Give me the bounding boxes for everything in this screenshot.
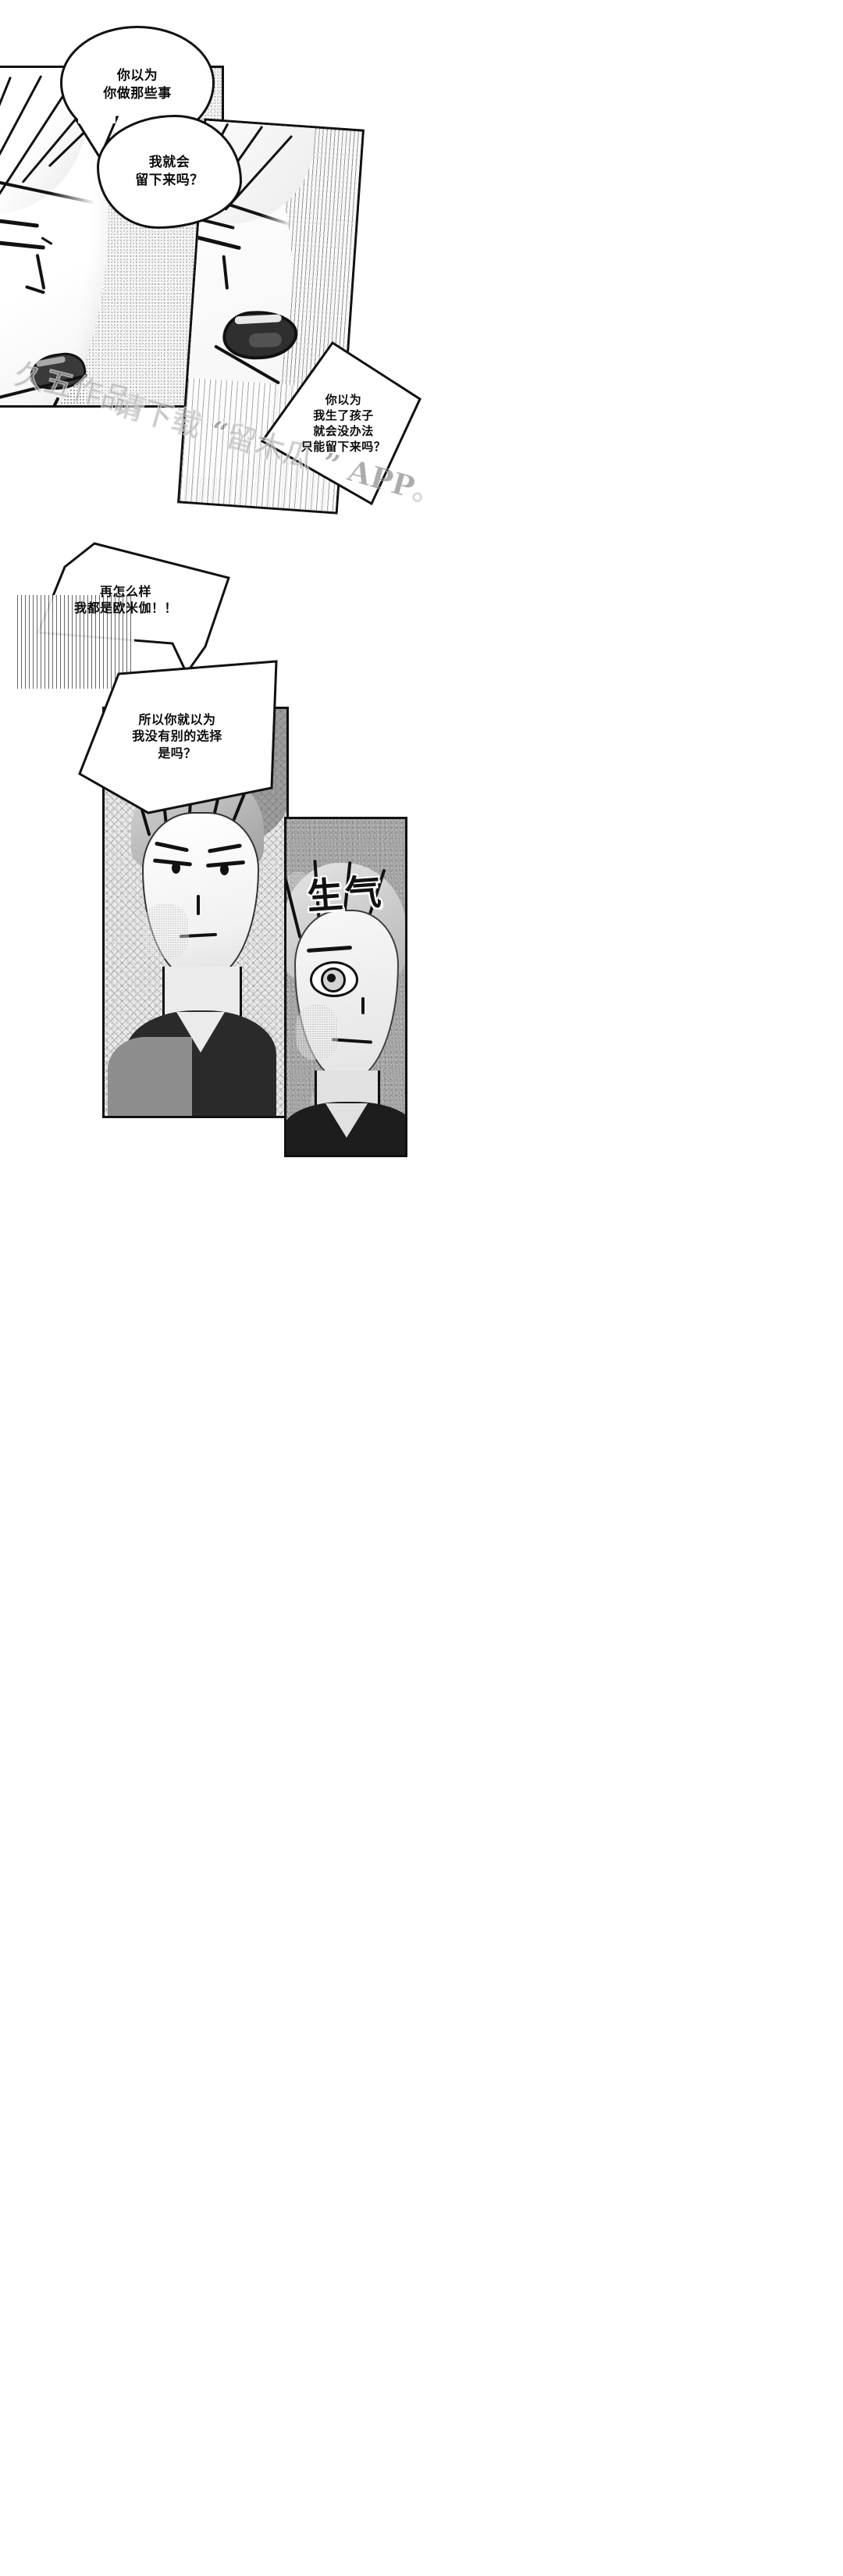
speedline-tone [17, 595, 134, 689]
iris [321, 967, 346, 992]
cheek-shading [142, 904, 189, 959]
speech-balloon-no-other-choice[interactable]: 所以你就以为 我没有别的选择 是吗？ [72, 660, 283, 825]
nose-line [361, 997, 365, 1014]
speech-balloon-will-i-stay-text: 我就会 留下来吗？ [135, 155, 204, 188]
face-shape [142, 812, 259, 981]
speech-balloon-will-i-stay[interactable]: 我就会 留下来吗？ [97, 115, 242, 229]
speech-balloon-had-the-child[interactable]: 你以为 我生了孩子 就会没办法 只能留下来吗？ [258, 340, 423, 507]
balloon-tail-you-think [74, 116, 119, 161]
shirt-light [108, 1037, 192, 1116]
pupil-right [220, 864, 229, 875]
nose-line [197, 895, 200, 915]
speech-balloon-i-am-omega[interactable]: 再怎么样 我都是欧米伽！！ [20, 542, 232, 682]
panel-right-angry-face: 生气 [284, 817, 407, 1157]
pupil-left [172, 862, 180, 874]
speech-balloon-you-think-text: 你以为 你做那些事 [103, 68, 172, 102]
speech-balloon-no-other-choice-shape [78, 660, 278, 814]
speedline-wedge-left [17, 595, 134, 689]
speech-balloon-had-the-child-text: 你以为 我生了孩子 就会没办法 只能留下来吗？ [301, 393, 386, 454]
speech-balloon-i-am-omega-text: 再怎么样 我都是欧米伽！！ [73, 583, 177, 615]
cheek-shading [296, 1005, 338, 1060]
sfx-angry: 生气 [305, 870, 385, 918]
pupil [327, 974, 336, 982]
speech-balloon-had-the-child-shape [260, 340, 422, 506]
speech-balloon-no-other-choice-text: 所以你就以为 我没有别的选择 是吗？ [132, 712, 222, 761]
